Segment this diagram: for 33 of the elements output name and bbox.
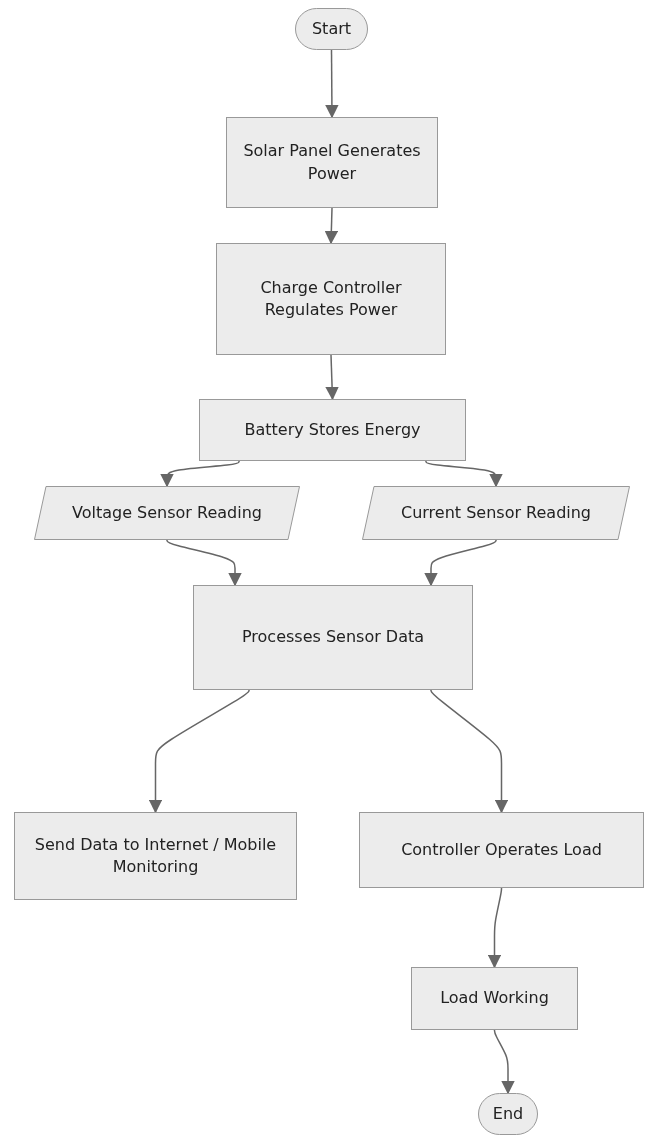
process-box bbox=[359, 812, 644, 888]
node-label: Voltage Sensor Reading bbox=[71, 501, 263, 524]
process-box bbox=[411, 967, 578, 1030]
arrow bbox=[166, 539, 242, 587]
arrow bbox=[148, 689, 250, 814]
node-label: Send Data to Internet / Mobile Monitoring bbox=[33, 833, 278, 878]
process-box bbox=[193, 585, 473, 690]
node-label: Current Sensor Reading bbox=[399, 501, 593, 524]
node-label: Controller Operates Load bbox=[400, 838, 603, 861]
node-label: Processes Sensor Data bbox=[240, 626, 426, 649]
process-box bbox=[226, 117, 438, 208]
process-box bbox=[14, 812, 297, 900]
input-output-node bbox=[34, 486, 300, 540]
node-label: End bbox=[491, 1102, 525, 1125]
input-output-node bbox=[362, 486, 630, 540]
arrow bbox=[325, 49, 339, 119]
terminal-node bbox=[478, 1093, 538, 1135]
arrow bbox=[324, 207, 339, 245]
arrow bbox=[430, 689, 509, 814]
arrow bbox=[493, 1029, 515, 1095]
node-label: Load Working bbox=[439, 987, 550, 1010]
arrow bbox=[325, 354, 339, 401]
terminal-node bbox=[295, 8, 368, 50]
node-label: Solar Panel Generates Power bbox=[242, 140, 422, 185]
process-box bbox=[216, 243, 446, 355]
node-label: Charge Controller Regulates Power bbox=[259, 276, 403, 321]
arrow bbox=[160, 460, 240, 488]
node-label: Battery Stores Energy bbox=[243, 418, 422, 441]
process-box bbox=[199, 399, 466, 461]
arrow bbox=[425, 460, 503, 488]
arrow bbox=[424, 539, 497, 587]
node-label: Start bbox=[310, 17, 353, 40]
arrow bbox=[487, 887, 503, 969]
